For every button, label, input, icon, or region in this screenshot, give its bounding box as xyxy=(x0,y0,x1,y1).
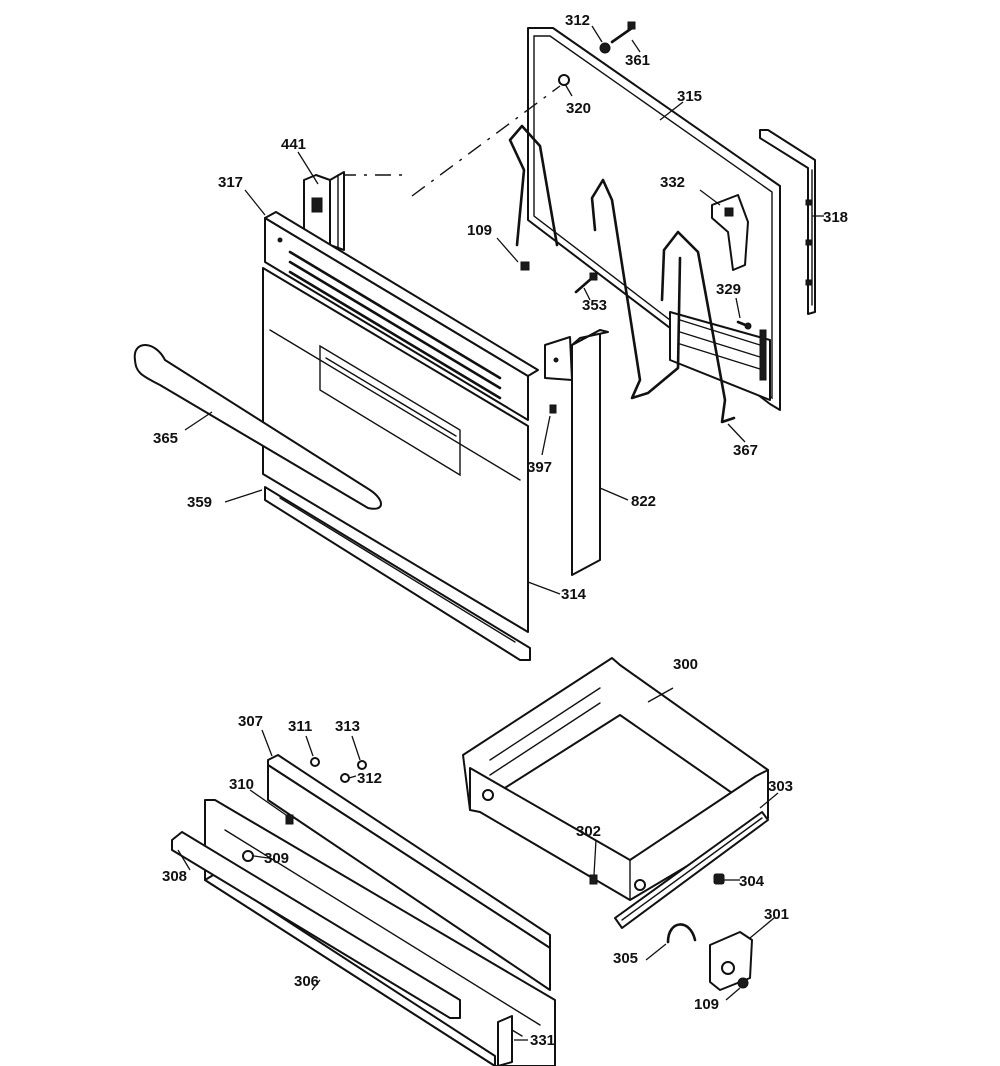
bracket-332 xyxy=(711,194,749,271)
drawer-handle-308 xyxy=(171,831,461,1019)
callout-309: 309 xyxy=(264,850,289,867)
spring-clip-305 xyxy=(666,923,697,944)
callout-332: 332 xyxy=(660,174,685,191)
door-hinge-367b xyxy=(660,230,736,424)
drawer-body-300 xyxy=(462,657,769,901)
nut-313 xyxy=(357,760,367,770)
callout-441: 441 xyxy=(281,136,306,153)
callout-317: 317 xyxy=(218,174,243,191)
nut-109-top xyxy=(520,261,530,271)
callout-311: 311 xyxy=(288,718,312,735)
oven-back-panel xyxy=(527,27,781,411)
bottom-trim-359 xyxy=(264,486,531,661)
callout-labels: 312 361 320 315 441 317 332 318 109 353 … xyxy=(153,12,848,1049)
callout-329: 329 xyxy=(716,281,741,298)
callout-822: 822 xyxy=(631,493,656,510)
callout-320: 320 xyxy=(566,100,591,117)
nut-109-bottom xyxy=(737,977,749,989)
callout-315: 315 xyxy=(677,88,702,105)
leader-lines xyxy=(177,25,824,1041)
callout-302: 302 xyxy=(576,823,601,840)
drawer-front-panel-306 xyxy=(204,799,556,1066)
screw-311 xyxy=(310,757,320,767)
callout-304: 304 xyxy=(739,873,765,890)
callout-310: 310 xyxy=(229,776,254,793)
side-trim-318 xyxy=(759,129,816,315)
callout-318: 318 xyxy=(823,209,848,226)
callout-308: 308 xyxy=(162,868,187,885)
callout-313: 313 xyxy=(335,718,360,735)
callout-314: 314 xyxy=(561,586,587,603)
screw-329 xyxy=(736,320,752,330)
callout-109a: 109 xyxy=(467,222,492,239)
callout-306: 306 xyxy=(294,973,319,990)
callout-361: 361 xyxy=(625,52,650,69)
callout-109b: 109 xyxy=(694,996,719,1013)
callout-301: 301 xyxy=(764,906,789,923)
drawer-inner-panel-307 xyxy=(267,754,551,991)
callout-312b: 312 xyxy=(357,770,382,787)
screw-302 xyxy=(589,874,598,885)
clip-310 xyxy=(285,814,294,825)
callout-312a: 312 xyxy=(565,12,590,29)
assembly-centerline xyxy=(411,85,561,197)
door-handle-365 xyxy=(133,344,382,510)
roller-304 xyxy=(713,873,725,885)
oven-door-panel-314 xyxy=(262,267,529,633)
callout-397: 397 xyxy=(527,459,552,476)
callout-307: 307 xyxy=(238,713,263,730)
bracket-331 xyxy=(497,1015,523,1066)
callout-367: 367 xyxy=(733,442,758,459)
washer-312 xyxy=(340,773,350,783)
screw-309 xyxy=(242,850,254,862)
vent-trim-317 xyxy=(264,211,539,421)
callout-300: 300 xyxy=(673,656,698,673)
callout-353: 353 xyxy=(582,297,607,314)
callout-359: 359 xyxy=(187,494,212,511)
callout-331: 331 xyxy=(530,1032,555,1049)
door-hinge-left xyxy=(508,124,559,247)
grommet-320 xyxy=(558,74,570,86)
side-panel-822 xyxy=(544,329,609,576)
screw-353 xyxy=(574,272,598,294)
drawer-rail-303 xyxy=(614,811,769,929)
screw-361 xyxy=(599,21,636,54)
door-hinge-367a xyxy=(590,178,682,400)
screw-397 xyxy=(549,404,557,414)
callout-365: 365 xyxy=(153,430,178,447)
callout-303: 303 xyxy=(768,778,793,795)
callout-305: 305 xyxy=(613,950,638,967)
bracket-301 xyxy=(709,931,753,991)
